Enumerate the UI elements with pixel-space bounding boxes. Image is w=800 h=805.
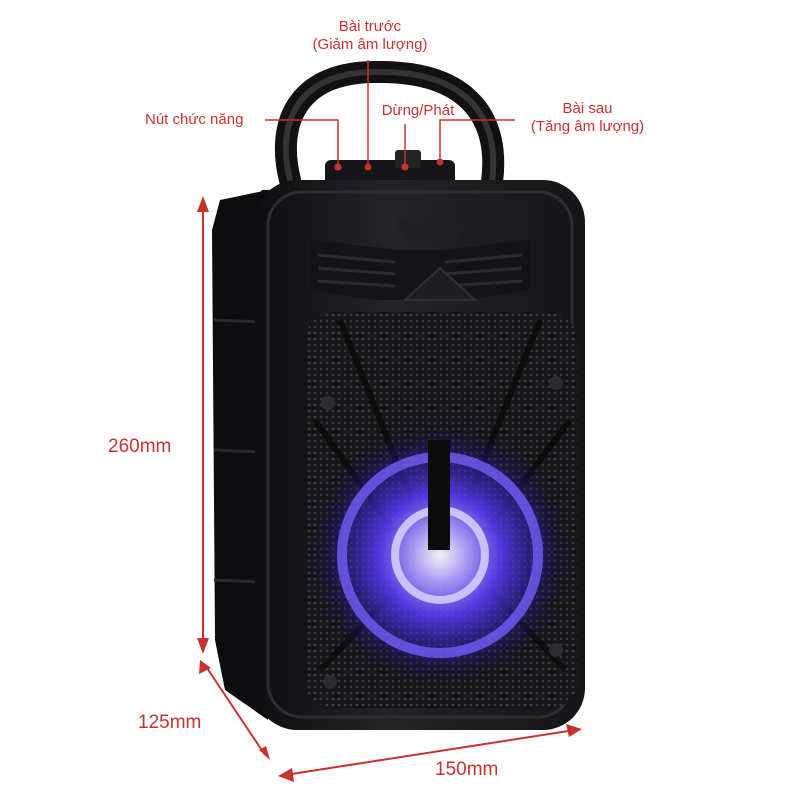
prev-track-label: Bài trước (Giảm âm lượng) — [295, 18, 445, 54]
dimension-arrows — [197, 196, 582, 782]
prev-track-title: Bài trước — [338, 18, 402, 35]
width-dimension: 150mm — [435, 759, 499, 780]
depth-dimension: 125mm — [138, 712, 202, 733]
height-dimension: 260mm — [108, 436, 172, 457]
next-track-label: Bài sau (Tăng âm lượng) — [515, 100, 660, 136]
annotation-lines — [265, 60, 515, 165]
play-pause-label: Dừng/Phát — [381, 102, 455, 119]
handle — [274, 60, 505, 193]
speaker-grille — [305, 312, 578, 708]
next-track-note: (Tăng âm lượng) — [530, 118, 645, 135]
next-track-title: Bài sau — [562, 100, 613, 117]
vent-grille — [310, 222, 530, 301]
function-button-label: Nút chức năng — [145, 111, 244, 128]
prev-track-note: (Giảm âm lượng) — [312, 36, 428, 53]
